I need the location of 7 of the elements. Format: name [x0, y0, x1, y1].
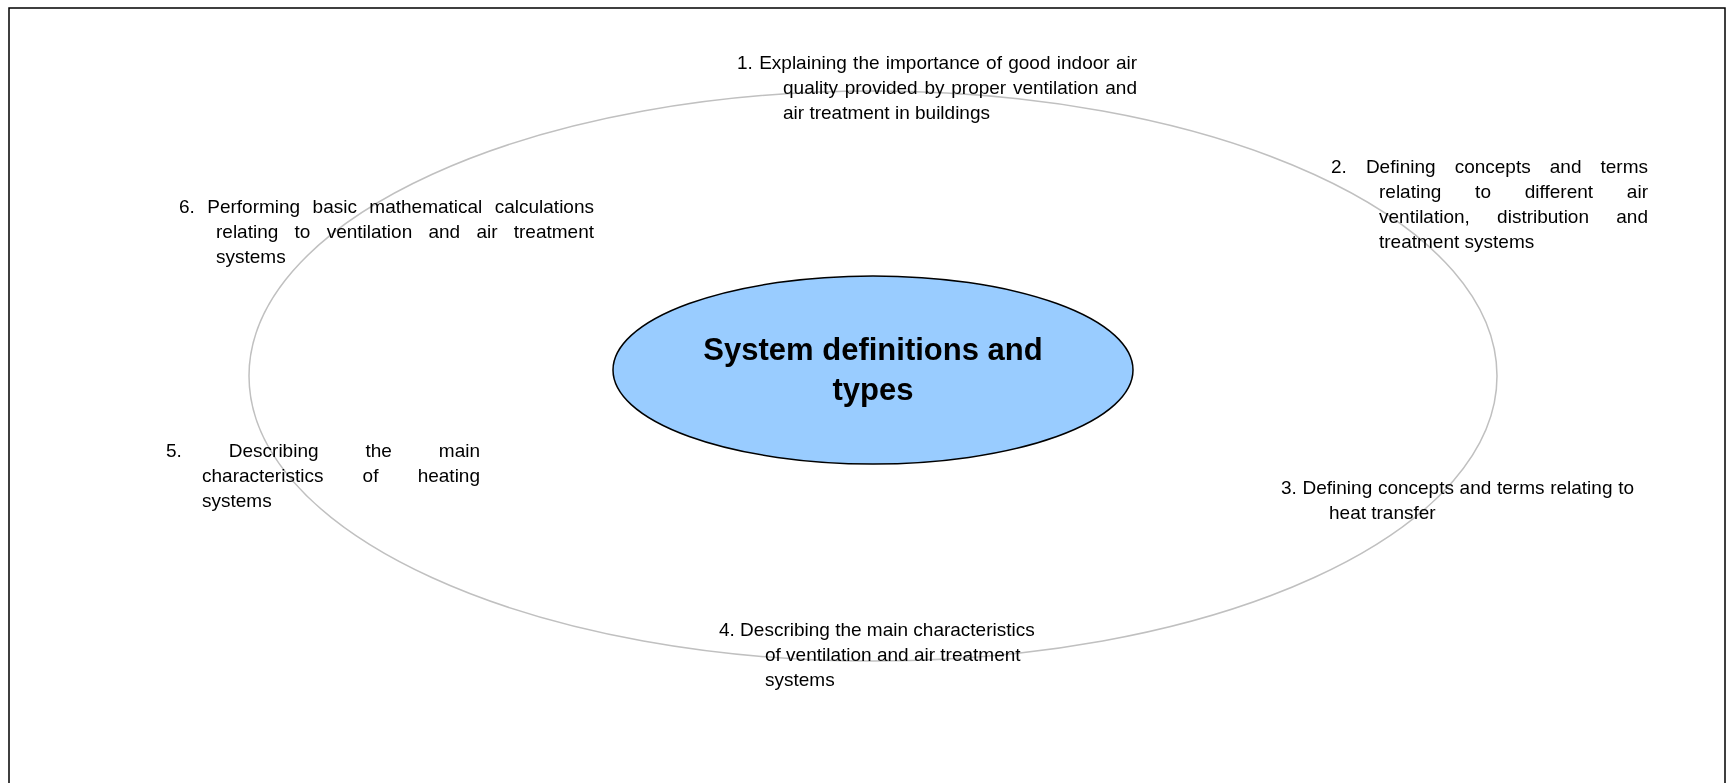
objective-text: 5. Describing the main characteristics of heating systems [166, 439, 480, 513]
objective-text: 4. Describing the main characteristics of ventilation and air treatment systems [719, 618, 1036, 692]
objective-text: 3. Defining concepts and terms relating to heat transfer [1281, 476, 1634, 525]
objective-text: 2. Defining concepts and terms relating to different air ventilation, distribution and treatment systems [1331, 155, 1648, 254]
objective-text: 6. Performing basic mathematical calculations relating to ventilation and air treatment systems [179, 195, 594, 269]
center-title: System definitions and types [702, 331, 1044, 409]
objective-text: 1. Explaining the importance of good indoor air quality provided by proper ventilation and air treatment in buildings [737, 51, 1137, 125]
